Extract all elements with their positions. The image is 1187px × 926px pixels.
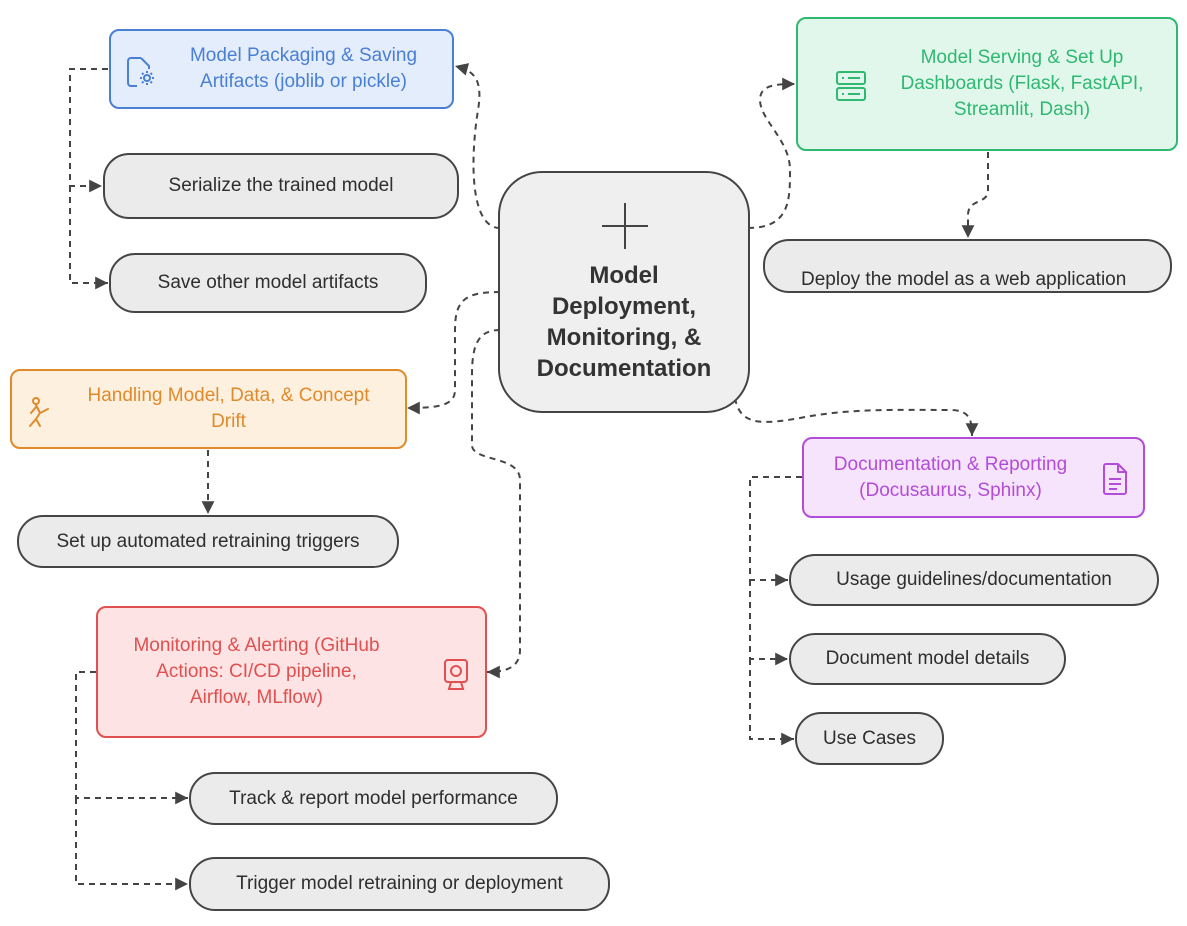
leaf-document-details: Document model details — [789, 633, 1066, 685]
server-icon — [836, 71, 866, 101]
category-docs-label: Documentation & Reporting (Docusaurus, S… — [833, 453, 1068, 501]
connector-docs-to-usage — [749, 476, 802, 587]
connector-docs-to-usecases — [749, 659, 794, 746]
category-serving-label: Model Serving & Set Up Dashboards (Flask… — [900, 47, 1144, 120]
category-packaging-label: Model Packaging & Saving Artifacts (jobl… — [189, 45, 418, 92]
category-docs: Documentation & Reporting (Docusaurus, S… — [802, 437, 1145, 518]
connector-monitoring-to-trigger — [75, 798, 188, 891]
leaf-use-cases: Use Cases — [795, 712, 944, 765]
connector-packaging-to-save — [69, 186, 108, 290]
document-gear-icon — [127, 57, 154, 87]
leaf-track-report: Track & report model performance — [189, 772, 558, 825]
leaf-retraining-triggers: Set up automated retraining triggers — [17, 515, 399, 568]
leaf-trigger-retraining: Trigger model retraining or deployment — [189, 857, 610, 911]
leaf-track-report-label: Track & report model performance — [229, 787, 518, 809]
central-topic-title: Model Deployment, Monitoring, & Document… — [536, 262, 712, 382]
leaf-use-cases-label: Use Cases — [823, 727, 916, 749]
connector-docs-to-details — [749, 580, 788, 666]
connector-center-to-drift — [406, 291, 501, 415]
leaf-document-details-label: Document model details — [825, 648, 1030, 669]
leaf-save-artifacts-label: Save other model artifacts — [157, 272, 379, 293]
leaf-deploy-web: Deploy the model as a web application — [763, 239, 1172, 293]
category-drift: Handling Model, Data, & Concept Drift — [10, 369, 407, 449]
connector-center-to-serving — [747, 77, 796, 229]
leaf-usage-guidelines-label: Usage guidelines/documentation — [836, 569, 1112, 590]
leaf-serialize: Serialize the trained model — [103, 153, 459, 219]
category-monitoring-label: Monitoring & Alerting (GitHub Actions: C… — [133, 635, 380, 708]
leaf-serialize-label: Serialize the trained model — [168, 175, 394, 196]
leaf-usage-guidelines: Usage guidelines/documentation — [789, 554, 1159, 606]
person-stretch-icon — [29, 397, 49, 427]
category-packaging: Model Packaging & Saving Artifacts (jobl… — [109, 29, 454, 109]
webcam-icon — [444, 659, 468, 690]
category-drift-label: Handling Model, Data, & Concept Drift — [87, 385, 370, 432]
plus-icon — [602, 203, 648, 249]
connector-packaging-to-serialize — [69, 68, 108, 193]
category-monitoring: Monitoring & Alerting (GitHub Actions: C… — [96, 606, 487, 738]
connector-center-to-docs — [734, 397, 979, 437]
leaf-save-artifacts: Save other model artifacts — [109, 253, 427, 313]
category-serving: Model Serving & Set Up Dashboards (Flask… — [796, 17, 1178, 151]
connector-center-to-monitoring — [471, 329, 521, 679]
connector-serving-to-deploy — [961, 152, 989, 238]
leaf-retraining-triggers-label: Set up automated retraining triggers — [56, 530, 360, 552]
leaf-deploy-web-label: Deploy the model as a web application — [801, 269, 1127, 290]
central-topic-node: Model Deployment, Monitoring, & Document… — [498, 171, 750, 413]
leaf-trigger-retraining-label: Trigger model retraining or deployment — [236, 873, 563, 894]
connector-center-to-packaging — [454, 63, 501, 229]
connector-monitoring-to-track — [75, 671, 188, 805]
file-text-icon — [1103, 463, 1127, 495]
